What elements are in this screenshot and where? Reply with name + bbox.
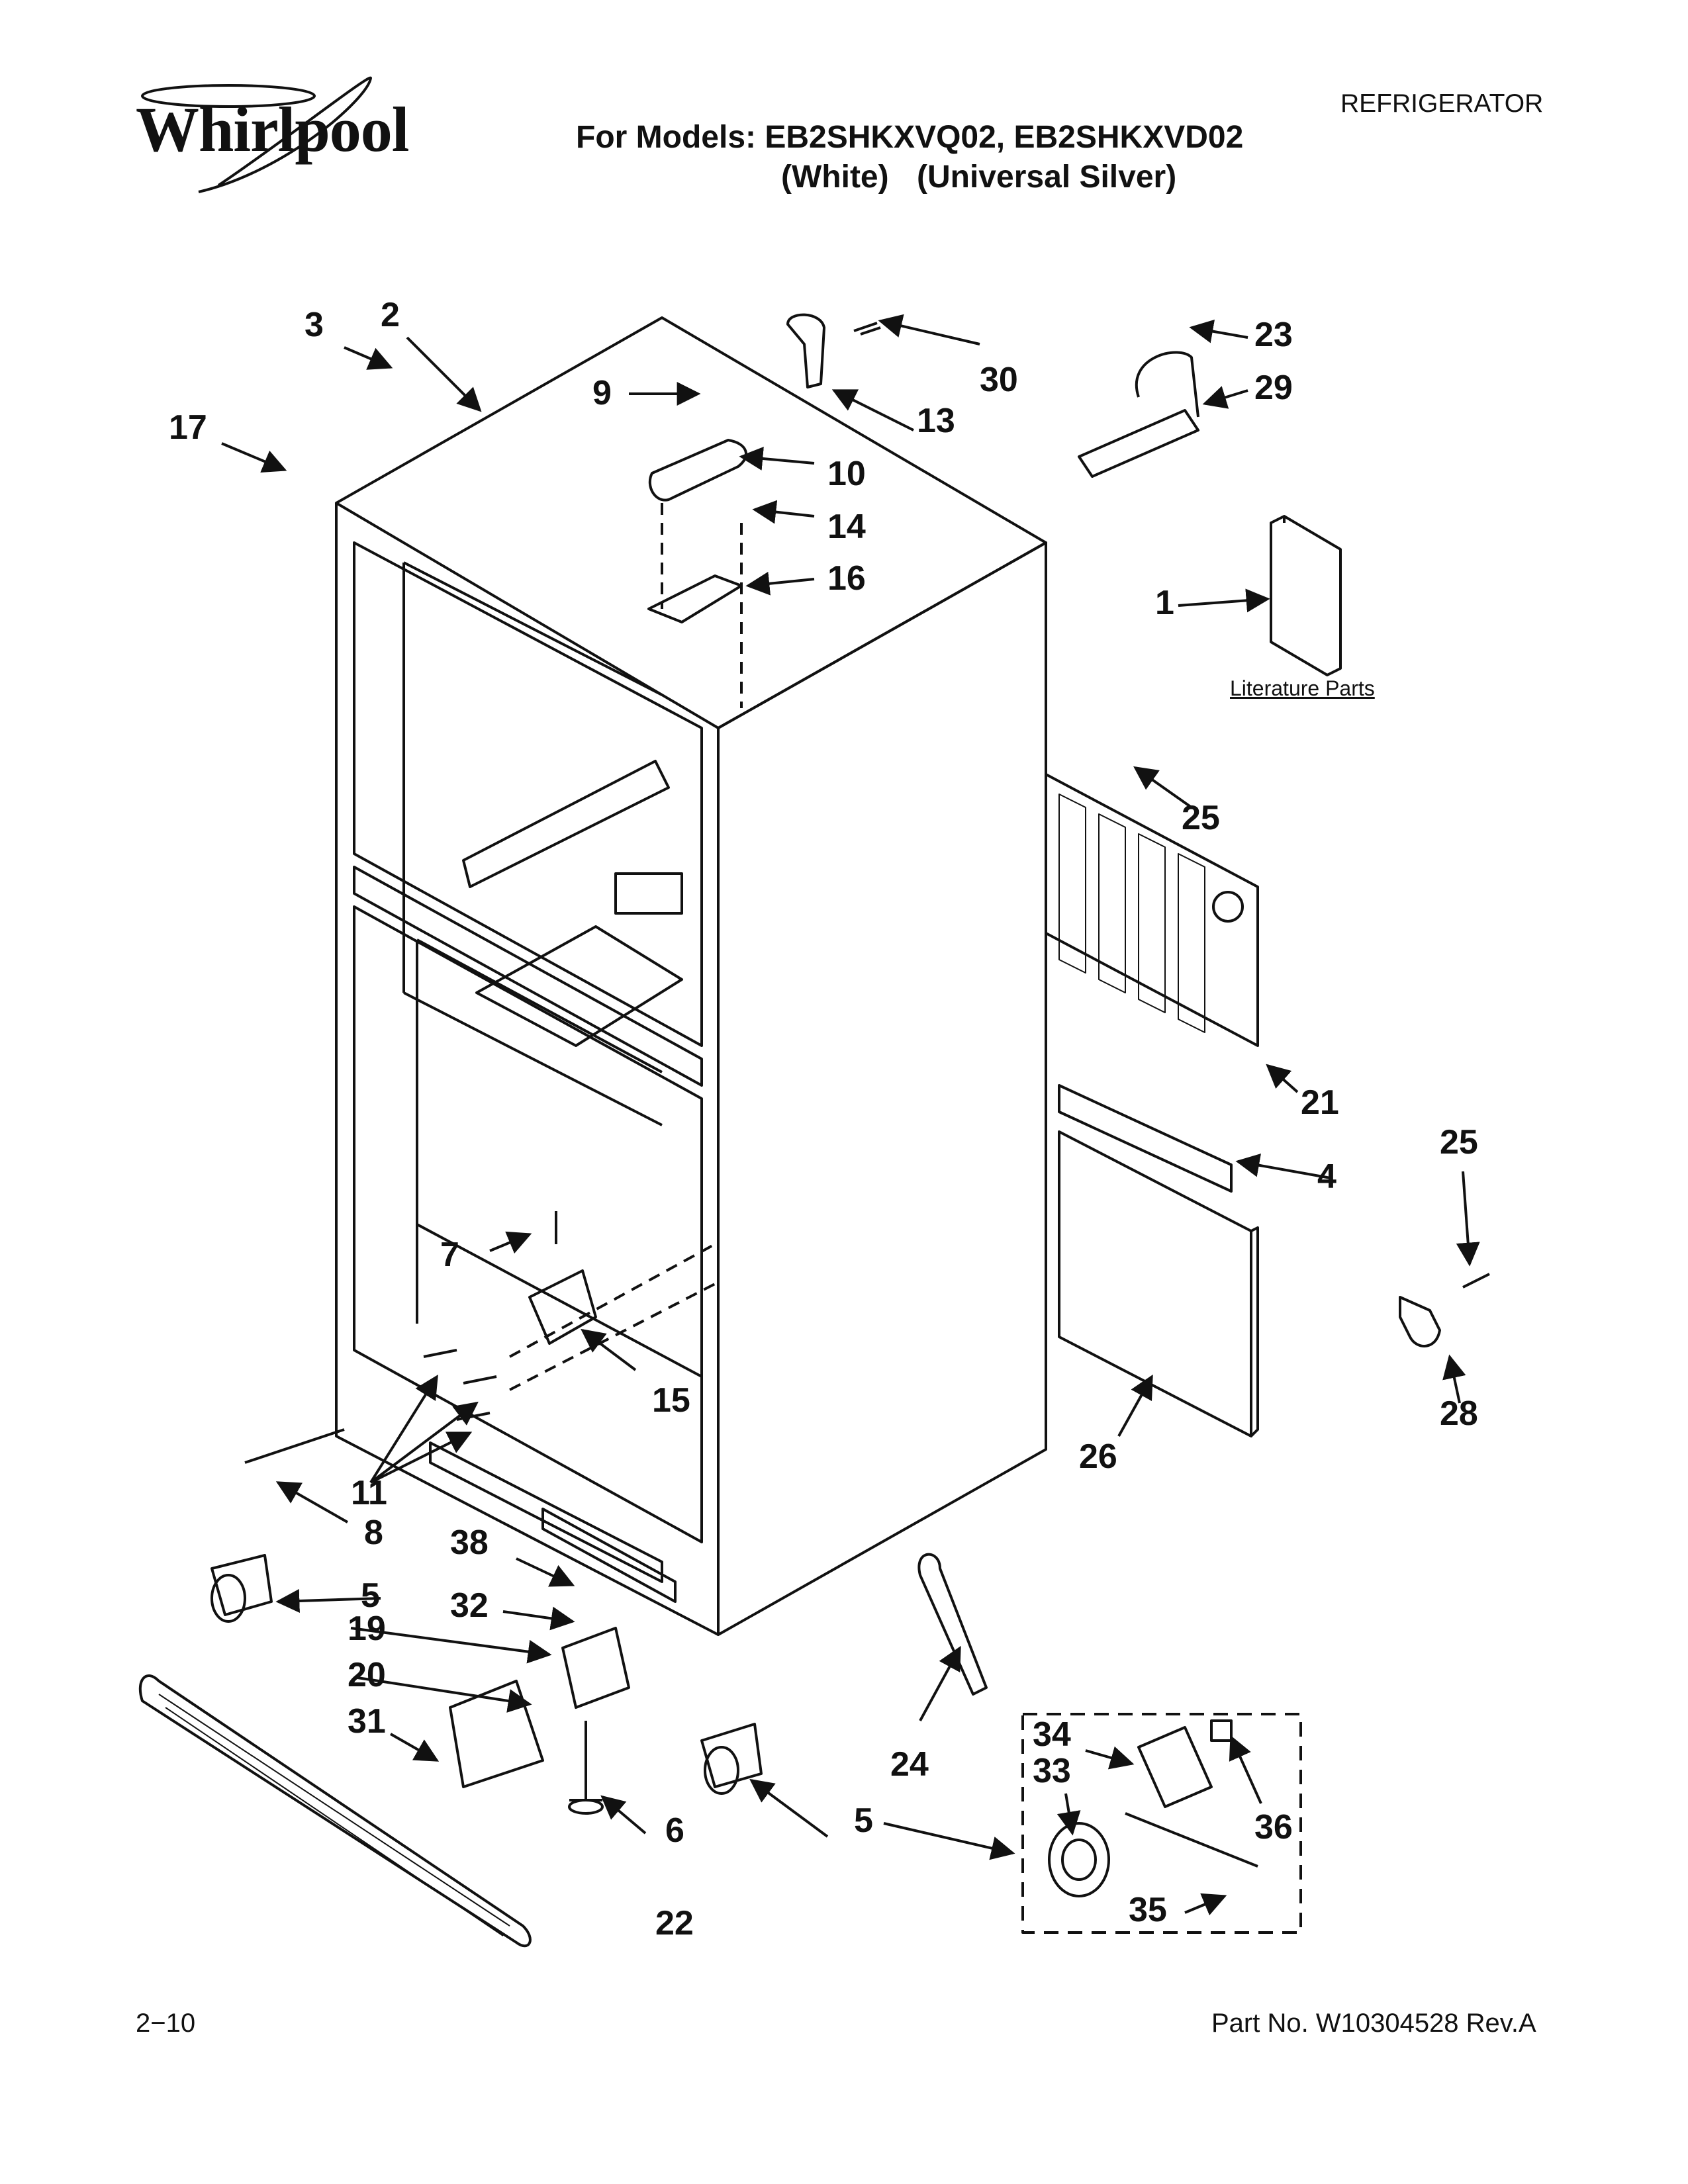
callout-34: 34 [1033,1715,1071,1754]
page-number: 2−10 [136,2009,196,2038]
part-28-clamp [1399,1296,1441,1347]
part-36-clip [1210,1719,1233,1742]
fridge-opening [353,541,703,1047]
part-10-hinge-cover [648,439,747,502]
callout-38: 38 [450,1524,489,1562]
callout-7: 7 [440,1236,459,1274]
callout-2: 2 [381,296,400,334]
part-25-screw-right [1462,1273,1490,1289]
part-15-bracket [528,1269,597,1345]
callout-35: 35 [1129,1891,1167,1929]
part-24-wrench [917,1553,988,1696]
part-34-bracket [1137,1726,1213,1808]
callout-21: 21 [1301,1083,1339,1122]
leader-lines [221,314,1480,1916]
model-color-silver: (Universal Silver) [917,159,1177,195]
mullion [353,866,703,1087]
model-color-white: (White) [781,159,889,195]
grille-slots [1058,794,1205,1033]
callout-20: 20 [348,1656,386,1694]
callout-11: 11 [351,1474,387,1512]
part-21-grille [1045,773,1259,1047]
part-23-wire [1135,351,1199,418]
cabinet-top [335,316,1047,729]
callout-32: 32 [450,1586,489,1625]
callout-26: 26 [1079,1437,1117,1476]
callout-1: 1 [1155,584,1174,622]
callout-9: 9 [592,374,612,412]
callout-30: 30 [980,361,1018,399]
callout-25-right: 25 [1440,1123,1478,1161]
roller-assembly-box [1021,1713,1302,1934]
callout-13: 13 [917,402,955,440]
callout-17: 17 [169,408,207,447]
part-5-caster-left [211,1554,273,1623]
callout-23: 23 [1254,316,1293,354]
callout-15: 15 [652,1381,690,1420]
part-29-tube [1078,409,1199,478]
callout-10: 10 [827,455,866,493]
logo-ellipse [141,84,316,108]
callout-5-left: 5 [361,1576,380,1615]
callout-19: 19 [348,1610,386,1648]
callout-28: 28 [1440,1394,1478,1433]
callout-22: 22 [655,1904,694,1942]
freezer-opening [353,905,703,1543]
callout-4: 4 [1317,1158,1336,1196]
part-26-panel [1058,1130,1252,1437]
part-35-axle [1125,1812,1258,1868]
models-line: For Models: EB2SHKXVQ02, EB2SHKXVD02 [576,120,1244,155]
part-1-literature [1270,515,1342,676]
part-31-cover [449,1680,544,1788]
appliance-category: REFRIGERATOR [1340,89,1544,118]
callout-36: 36 [1254,1808,1293,1846]
part-13-bracket [786,313,825,388]
callout-33: 33 [1033,1752,1071,1790]
part-30-screw [853,322,881,336]
part-6-leg [569,1721,602,1801]
part-5-caster-center [700,1723,763,1795]
brand-logo: Whirlpool [136,94,409,165]
callout-25-grille: 25 [1182,799,1220,837]
callout-8: 8 [364,1514,383,1552]
part-19-bracket [561,1627,630,1709]
cabinet-front-left [335,503,719,1636]
callout-29: 29 [1254,369,1293,407]
logo-swoosh [198,76,372,193]
callout-3: 3 [305,306,324,344]
part-4-strip [1058,1084,1233,1193]
literature-parts-label: Literature Parts [1230,676,1375,700]
cabinet-right-side [717,541,1047,1636]
callout-24: 24 [890,1745,929,1784]
callout-5-center: 5 [854,1801,873,1840]
part-8-screw [244,1428,345,1464]
part-number: Part No. W10304528 Rev.A [1211,2009,1536,2038]
callout-31: 31 [348,1702,386,1741]
part-22-toe-grille [138,1674,532,1948]
callout-6: 6 [665,1811,684,1850]
callout-16: 16 [827,559,866,598]
callout-14: 14 [827,508,866,546]
part-33-wheel [1048,1822,1110,1897]
